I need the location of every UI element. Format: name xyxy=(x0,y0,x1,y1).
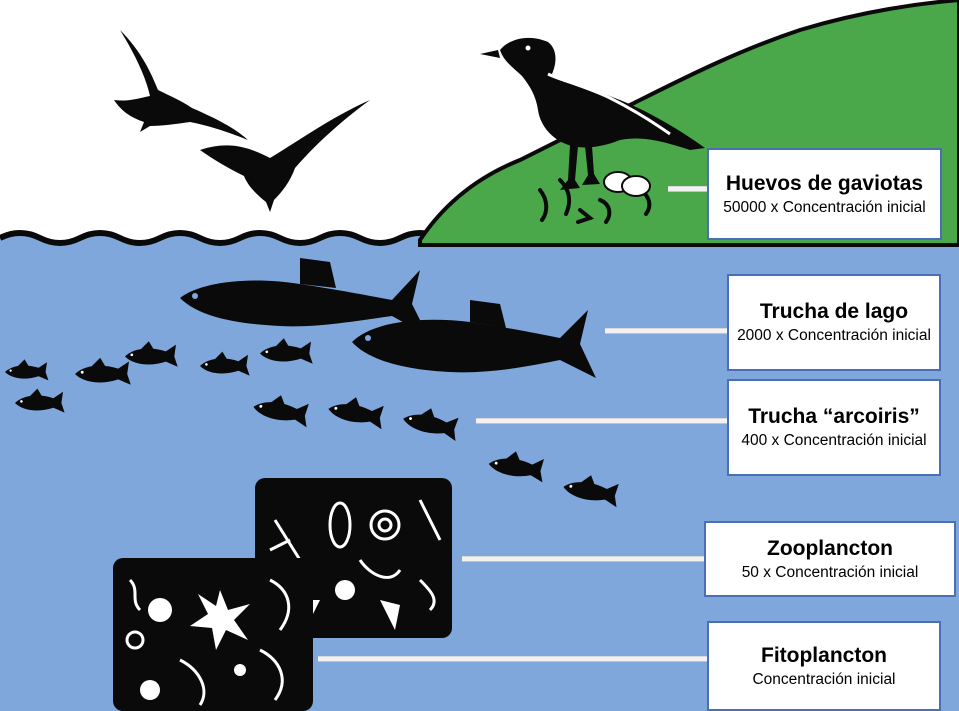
label-title: Fitoplancton xyxy=(761,643,887,669)
label-subtitle: 50 x Concentración inicial xyxy=(742,562,919,583)
label-subtitle: Concentración inicial xyxy=(752,669,895,690)
label-zooplankton: Zooplancton 50 x Concentración inicial xyxy=(704,521,956,597)
label-title: Huevos de gaviotas xyxy=(726,171,923,197)
label-rainbow-trout: Trucha “arcoiris” 400 x Concentración in… xyxy=(727,379,941,476)
label-subtitle: 50000 x Concentración inicial xyxy=(723,197,925,218)
connector-phytoplankton xyxy=(318,656,710,662)
label-subtitle: 2000 x Concentración inicial xyxy=(737,325,931,346)
connector-gull-eggs xyxy=(668,186,710,192)
label-phytoplankton: Fitoplancton Concentración inicial xyxy=(707,621,941,711)
label-gull-eggs: Huevos de gaviotas 50000 x Concentración… xyxy=(707,148,942,240)
label-subtitle: 400 x Concentración inicial xyxy=(741,430,926,451)
phytoplankton-panel xyxy=(113,558,313,711)
connector-zooplankton xyxy=(462,556,706,562)
label-title: Trucha de lago xyxy=(760,299,908,325)
connector-lake-trout xyxy=(605,328,729,334)
label-title: Zooplancton xyxy=(767,536,893,562)
connector-rainbow-trout xyxy=(476,418,729,424)
label-lake-trout: Trucha de lago 2000 x Concentración inic… xyxy=(727,274,941,371)
label-title: Trucha “arcoiris” xyxy=(748,404,920,430)
